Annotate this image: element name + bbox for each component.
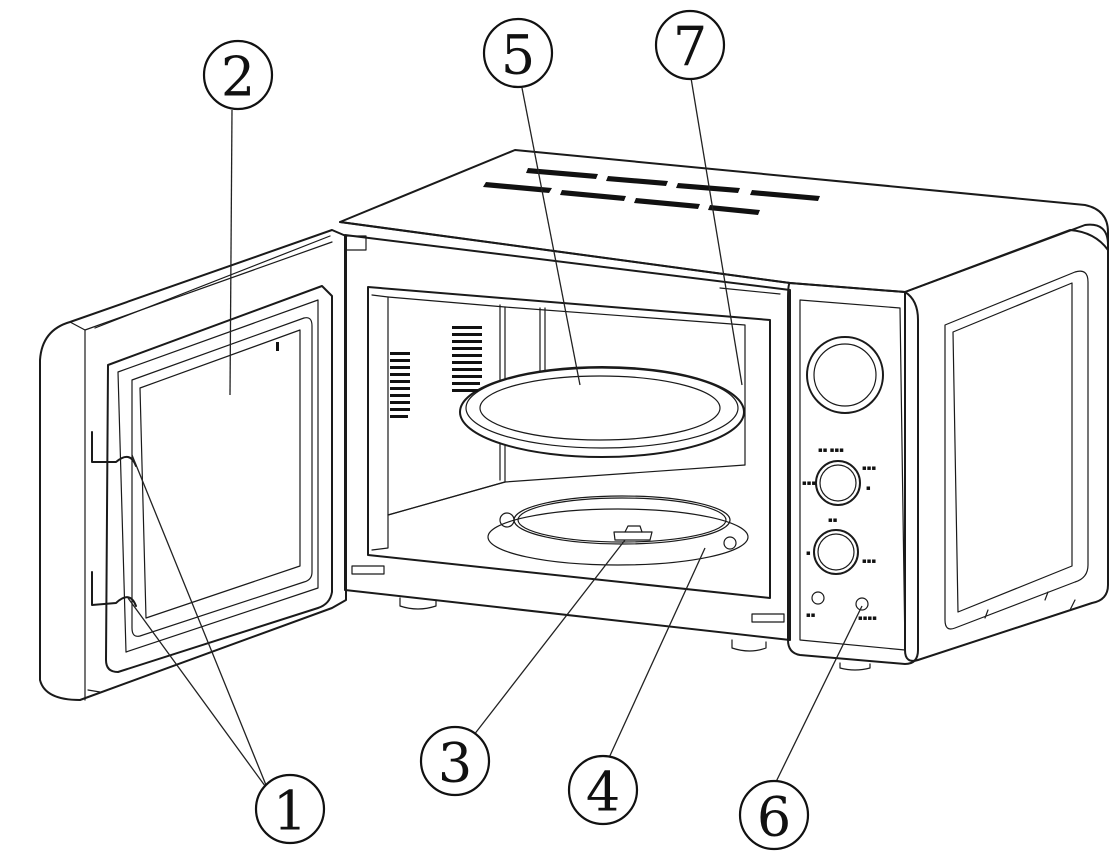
callout-2-label: 2: [221, 46, 255, 109]
svg-text:▪▪▪: ▪▪▪: [862, 464, 876, 472]
callout-6: 6: [738, 779, 810, 851]
callout-7-label: 7: [673, 16, 707, 79]
leader-7: [689, 71, 743, 386]
svg-text:▪▪: ▪▪: [806, 611, 816, 619]
callout-1-label: 1: [273, 780, 307, 843]
svg-text:▪: ▪: [866, 484, 871, 492]
leader-1a: [131, 454, 269, 791]
cavity-vents: [390, 326, 482, 418]
leader-3: [469, 539, 626, 741]
svg-text:▪▪ ▪▪▪: ▪▪ ▪▪▪: [818, 446, 844, 454]
callout-3-label: 3: [438, 732, 472, 795]
callout-7: 7: [654, 9, 726, 81]
callout-2: 2: [202, 39, 274, 111]
svg-text:▪▪▪: ▪▪▪: [862, 557, 876, 565]
leader-4: [607, 547, 706, 761]
svg-text:▪▪▪: ▪▪▪: [802, 479, 816, 487]
callout-3: 3: [419, 725, 491, 797]
top-vents: [483, 168, 820, 215]
callout-4: 4: [567, 754, 639, 826]
control-knobs: ▪▪ ▪▪▪ ▪▪▪ ▪▪▪ ▪ ▪▪ ▪ ▪▪▪ ▪▪ ▪▪▪▪: [802, 336, 884, 622]
callout-5-label: 5: [501, 24, 535, 87]
svg-text:▪▪: ▪▪: [828, 516, 838, 524]
callout-1: 1: [254, 773, 326, 845]
leader-6: [771, 605, 863, 791]
svg-text:▪▪▪▪: ▪▪▪▪: [858, 614, 877, 622]
leader-1b: [127, 597, 269, 791]
oven-door: [39, 229, 367, 701]
callout-5: 5: [482, 17, 554, 89]
callout-6-label: 6: [757, 786, 791, 849]
microwave-body: [339, 149, 1109, 671]
leader-2: [229, 109, 233, 396]
callout-4-label: 4: [586, 761, 620, 824]
svg-text:▪: ▪: [806, 549, 811, 557]
leader-5: [521, 87, 581, 386]
leader-lines: [127, 71, 863, 791]
